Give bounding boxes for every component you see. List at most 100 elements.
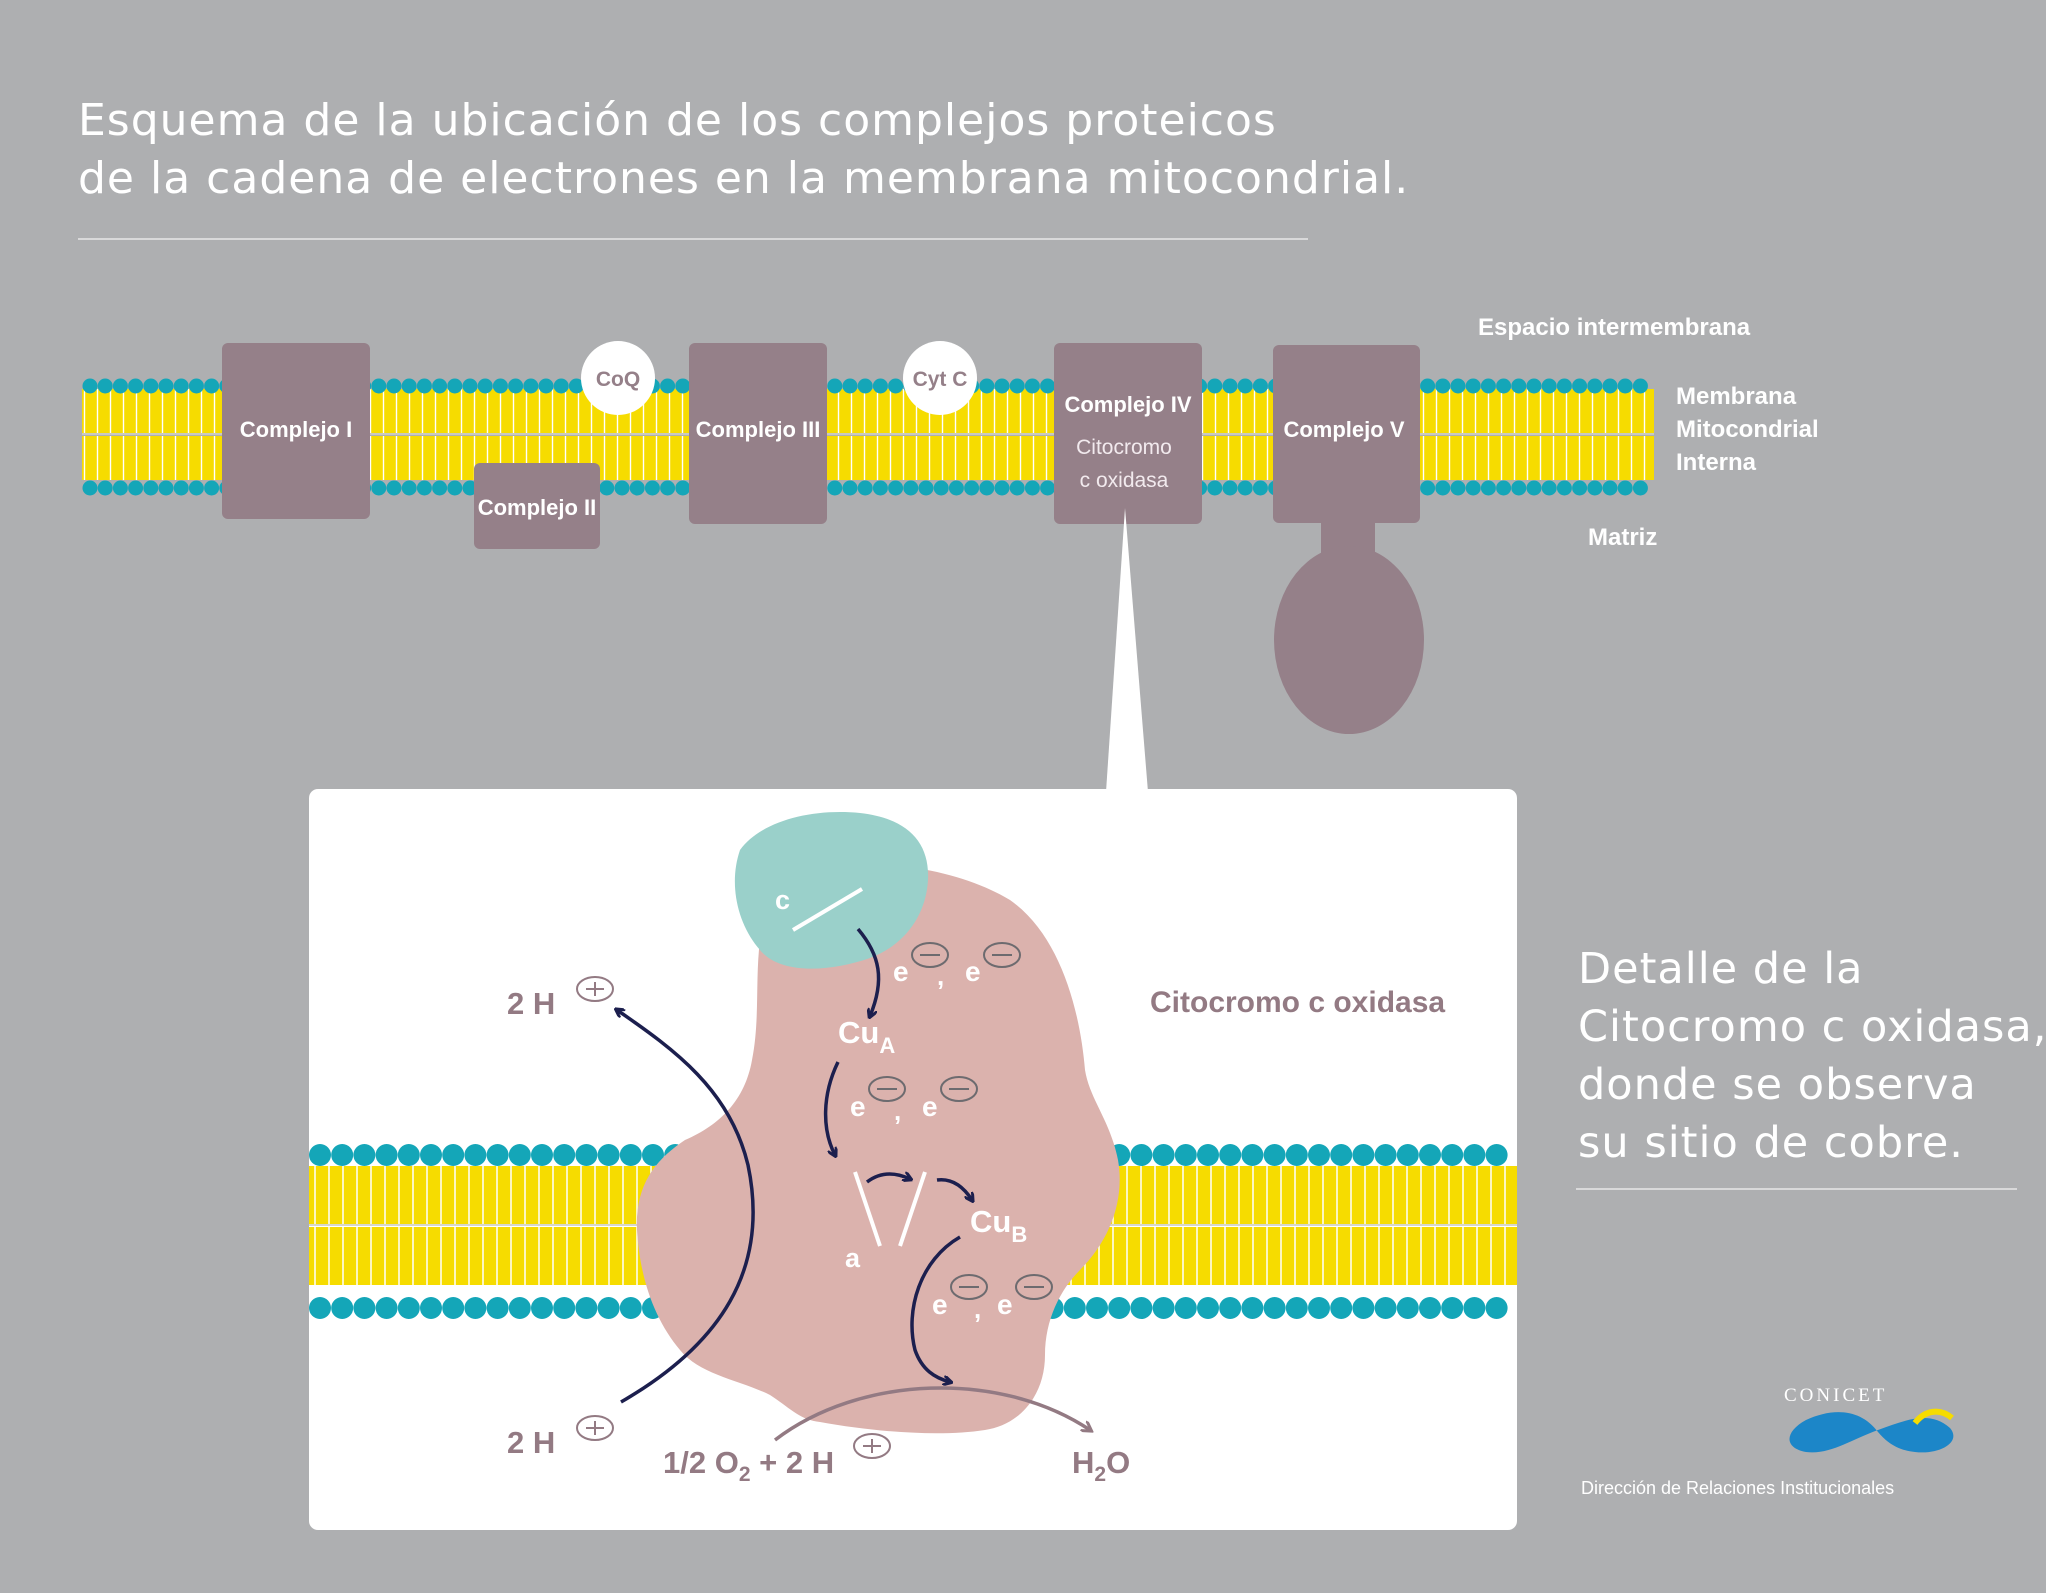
lipid-head — [1632, 378, 1648, 394]
lipid-head — [1352, 1144, 1375, 1166]
lipid-head — [309, 1297, 331, 1319]
lipid-head — [401, 480, 417, 496]
lipid-head — [1511, 378, 1527, 394]
lipid-head — [629, 480, 645, 496]
conicet-logo-mark — [1789, 1408, 1954, 1453]
lipid-head — [872, 480, 888, 496]
lipid-head — [979, 378, 995, 394]
lipid-head — [1241, 1144, 1264, 1166]
lipid-head — [1420, 480, 1436, 496]
lipid-head — [1587, 378, 1603, 394]
lipid-head — [1463, 1144, 1486, 1166]
complex-3: Complejo III — [689, 343, 827, 524]
svg-text:e: e — [997, 1289, 1013, 1320]
lipid-head — [979, 480, 995, 496]
lipid-head — [432, 480, 448, 496]
lipid-head — [1086, 1297, 1108, 1319]
lipid-head — [1219, 1144, 1242, 1166]
lipid-head — [401, 378, 417, 394]
lipid-head — [309, 1144, 331, 1166]
lipid-head — [1496, 378, 1512, 394]
lipid-head — [371, 480, 387, 496]
lipid-head — [1108, 1297, 1131, 1319]
membrane-label-line-2: Mitocondrial — [1676, 416, 1819, 443]
lipid-head — [1556, 480, 1572, 496]
svg-text:2 H: 2 H — [507, 986, 555, 1021]
lipid-head — [1485, 1144, 1508, 1166]
proton-pump-arrow — [617, 1010, 755, 1404]
lipid-head — [97, 480, 113, 496]
complex-4: Complejo IV Citocromo c oxidasa — [1054, 343, 1202, 524]
lipid-head — [1352, 1297, 1375, 1319]
lipid-head — [1330, 1297, 1353, 1319]
lipid-head — [1222, 480, 1238, 496]
lipid-head — [1152, 1144, 1175, 1166]
lipid-head — [1252, 480, 1268, 496]
lipid-head — [553, 378, 569, 394]
oxygen-reactants: 1/2 O2 + 2 H — [663, 1433, 891, 1486]
lipid-head — [1602, 480, 1618, 496]
lipid-head — [1435, 480, 1451, 496]
lipid-head — [1241, 1297, 1264, 1319]
lipid-head — [644, 480, 660, 496]
lipid-head — [619, 1297, 642, 1319]
lipid-head — [538, 378, 554, 394]
lipid-head — [353, 1144, 376, 1166]
lipid-head — [575, 1144, 598, 1166]
electron-pair-3: e , e — [932, 1274, 1053, 1324]
intermembrane-space-label: Espacio intermembrana — [1478, 314, 1751, 341]
lipid-head — [1572, 378, 1588, 394]
lipid-head — [575, 1297, 598, 1319]
lipid-head — [462, 378, 478, 394]
lipid-head — [1040, 378, 1056, 394]
lipid-head — [1632, 480, 1648, 496]
complex-4-sub-2: c oxidasa — [1080, 469, 1169, 492]
electron-pair-1: e , e — [893, 942, 1021, 991]
lipid-head — [1435, 378, 1451, 394]
lipid-head — [486, 1297, 509, 1319]
lipid-head — [1541, 378, 1557, 394]
lipid-head — [827, 480, 843, 496]
lipid-head — [1556, 378, 1572, 394]
lipid-head — [432, 378, 448, 394]
lipid-head — [1263, 1144, 1286, 1166]
svg-text:e: e — [932, 1289, 948, 1320]
lipid-head — [477, 378, 493, 394]
electron-arrow-c-to-cua — [856, 927, 881, 1016]
description-line-1: Detalle de la — [1578, 944, 1864, 994]
lipid-head — [1419, 1144, 1441, 1166]
water-product: H2O — [1072, 1445, 1130, 1486]
lipid-head — [1496, 480, 1512, 496]
heme-c-line — [791, 887, 864, 932]
lipid-head — [97, 378, 113, 394]
footer-text: Dirección de Relaciones Institucionales — [1581, 1478, 1895, 1498]
lipid-head — [1480, 378, 1496, 394]
lipid-head — [994, 480, 1010, 496]
complex-4-label: Complejo IV — [1064, 392, 1191, 417]
lipid-head — [386, 378, 402, 394]
lipid-head — [1263, 1297, 1286, 1319]
lipid-head — [173, 480, 189, 496]
lipid-head — [1130, 1144, 1153, 1166]
svg-text:2 H: 2 H — [507, 1425, 555, 1460]
complex-3-label: Complejo III — [696, 417, 821, 442]
svg-text:e: e — [850, 1091, 866, 1122]
lipid-head — [112, 480, 128, 496]
coq-carrier: CoQ — [581, 341, 655, 415]
detail-enzyme-label: Citocromo c oxidasa — [1150, 986, 1445, 1019]
lipid-head — [1252, 378, 1268, 394]
lipid-head — [1463, 1297, 1486, 1319]
lipid-head — [508, 1144, 531, 1166]
lipid-head — [1450, 480, 1466, 496]
lipid-head — [523, 378, 539, 394]
matrix-label: Matriz — [1588, 524, 1658, 551]
lipid-head — [442, 1144, 465, 1166]
lipid-head — [1465, 480, 1481, 496]
lipid-head — [371, 378, 387, 394]
lipid-head — [442, 1297, 465, 1319]
lipid-head — [675, 480, 691, 496]
lipid-head — [1063, 1297, 1086, 1319]
lipid-head — [462, 480, 478, 496]
lipid-head — [1222, 378, 1238, 394]
